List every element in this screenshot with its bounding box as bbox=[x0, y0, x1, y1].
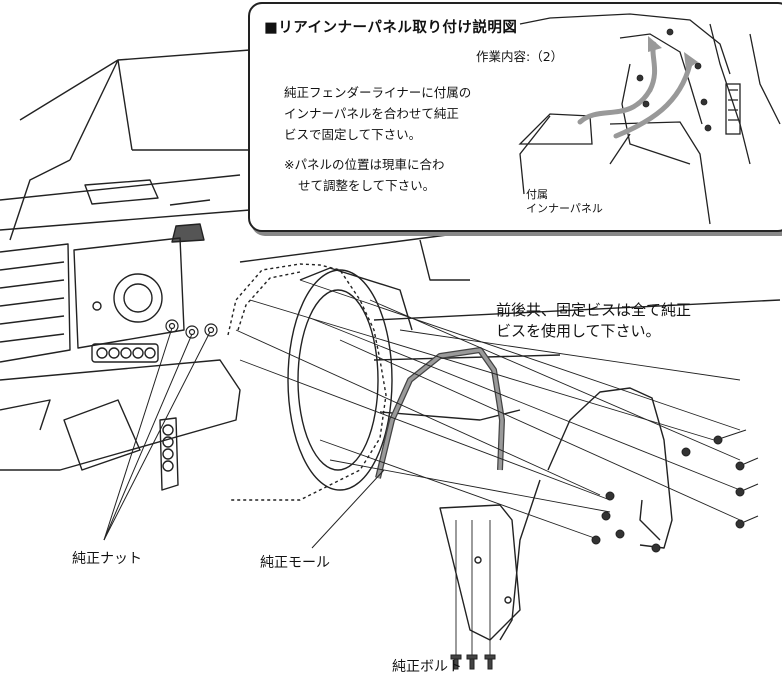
screw-usage-note: 前後共、固定ビスは全て純正 ビスを使用して下さい。 bbox=[496, 300, 691, 342]
inner-panel-illustration bbox=[518, 13, 781, 225]
inset-subtitle: 作業内容:（2） bbox=[476, 49, 564, 64]
inset-instruction-line: インナーパネルを合わせて純正 bbox=[284, 106, 459, 121]
genuine-molding-label: 純正モール bbox=[260, 555, 330, 571]
inset-note-line: ※パネルの位置は現車に合わ bbox=[284, 157, 445, 172]
screw-icon bbox=[636, 28, 712, 132]
screw-usage-note-line: ビスを使用して下さい。 bbox=[496, 322, 661, 340]
screw-icon bbox=[591, 429, 759, 553]
inset-part-label-line: インナーパネル bbox=[526, 202, 603, 215]
inset-note-line: せて調整をして下さい。 bbox=[298, 178, 436, 193]
genuine-nut-label: 純正ナット bbox=[72, 551, 142, 567]
inset-part-label: 付属 インナーパネル bbox=[526, 188, 603, 216]
screw-usage-note-line: 前後共、固定ビスは全て純正 bbox=[496, 301, 692, 319]
inset-title: ■リアインナーパネル取り付け説明図 bbox=[264, 20, 518, 36]
inset-part-label-line: 付属 bbox=[526, 188, 548, 201]
inset-note: ※パネルの位置は現車に合わ せて調整をして下さい。 bbox=[284, 154, 444, 196]
bolt-icon bbox=[450, 654, 496, 670]
inset-instruction-line: 純正フェンダーライナーに付属の bbox=[284, 85, 472, 100]
inset-callout-box: ■リアインナーパネル取り付け説明図 作業内容:（2） 純正フェンダーライナーに付… bbox=[248, 2, 782, 232]
inset-instructions: 純正フェンダーライナーに付属の インナーパネルを合わせて純正 ビスで固定して下さ… bbox=[284, 82, 471, 145]
genuine-bolt-label: 純正ボルト bbox=[392, 659, 462, 675]
inset-instruction-line: ビスで固定して下さい。 bbox=[284, 127, 422, 142]
arrow-icon bbox=[648, 36, 698, 70]
